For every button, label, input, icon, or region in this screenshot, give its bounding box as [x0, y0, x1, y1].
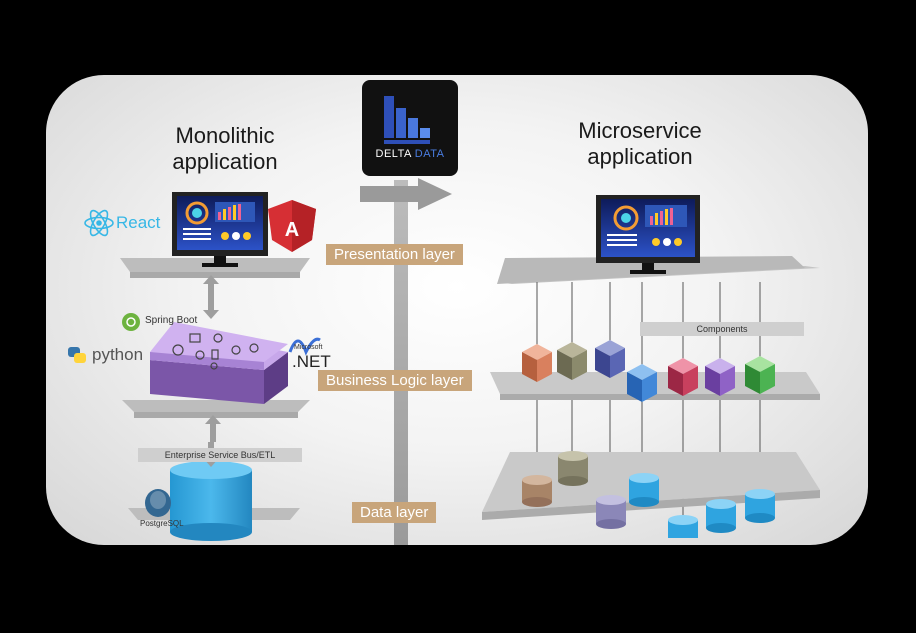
component-cube [627, 364, 657, 402]
database-icon [558, 451, 588, 486]
microservice-title-line1: Microservice [578, 118, 702, 143]
microservice-title-line2: application [587, 144, 693, 169]
database-icon [170, 442, 252, 541]
double-arrow-icon [203, 275, 219, 319]
business-layer-label: Business Logic layer [318, 370, 472, 391]
delta-data-logo [362, 80, 458, 176]
center-divider [394, 180, 408, 545]
spring-boot-label: Spring Boot [145, 315, 198, 326]
postgresql-label: PostgreSQL [140, 519, 184, 528]
component-cube [668, 358, 698, 396]
dotnet-label: .NET [292, 352, 331, 371]
component-cube [522, 344, 552, 382]
component-cube [595, 340, 625, 378]
component-cube [557, 342, 587, 380]
monolithic-title-line1: Monolithic [175, 123, 275, 148]
react-label: React [116, 213, 161, 232]
components-bar: Components [640, 322, 804, 336]
microservice-title: Microservice application [560, 118, 720, 170]
postgresql-logo-icon [145, 489, 171, 517]
database-icon [596, 495, 626, 529]
brand-line1: DELTA [375, 148, 412, 160]
database-icon [706, 499, 736, 533]
dotnet-logo-icon [288, 337, 321, 356]
data-layer-label: Data layer [352, 502, 437, 523]
database-icon [629, 473, 659, 507]
double-arrow-icon [205, 415, 221, 442]
database-icon [522, 475, 552, 507]
monolith-cube [150, 322, 288, 404]
microsoft-label: Microsoft [294, 344, 323, 351]
monitor-icon [172, 192, 268, 267]
monolithic-title: Monolithic application [150, 123, 300, 175]
component-cube [705, 358, 735, 396]
monolithic-title-line2: application [172, 149, 278, 174]
arrow-right-icon [360, 178, 452, 210]
esb-bar: Enterprise Service Bus/ETL [138, 448, 302, 462]
brand-line2: DATA [414, 148, 445, 160]
spring-boot-logo-icon [122, 313, 140, 331]
brand-name: DELTA DATA [366, 148, 454, 160]
angular-logo-icon: A [268, 200, 316, 252]
python-logo-icon [68, 347, 86, 363]
presentation-layer-label: Presentation layer [326, 244, 463, 265]
svg-text:A: A [285, 219, 299, 241]
component-cube [745, 356, 775, 394]
monitor-icon [596, 195, 700, 274]
react-logo-icon [84, 209, 114, 237]
database-icon [668, 515, 698, 538]
mono-business-platform [122, 400, 310, 412]
database-icon [745, 489, 775, 523]
python-label: python [92, 345, 144, 364]
